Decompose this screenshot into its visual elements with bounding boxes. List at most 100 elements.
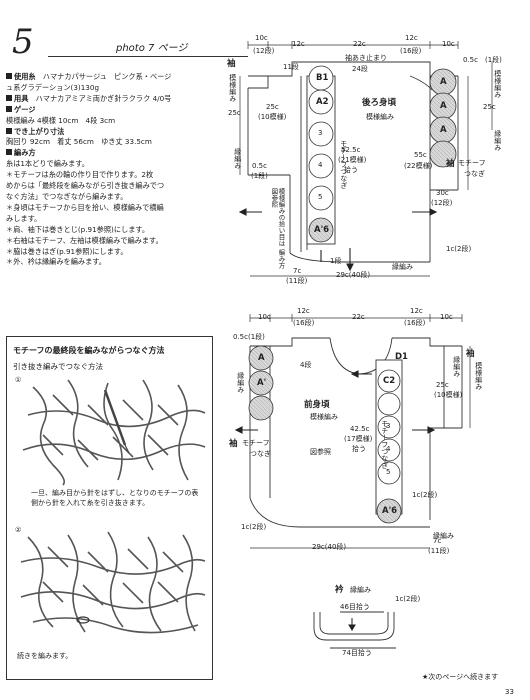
bullet-square-icon [6,127,12,134]
method-line: ＊右袖はモチーフ、左袖は模様編みで編みます。 [6,235,163,245]
front-left-motif-a: A [258,353,265,363]
front-motif-join: つなぎ [250,450,271,458]
back-dim-1row: (1段) [251,172,268,180]
back-dim-7c: 7c [293,267,302,275]
front-dim-top: (16段) [404,319,426,327]
front-dim-425: 42.5c [350,425,370,433]
front-dim-1c-left: 1c(2段) [241,523,267,531]
collar-pattern: 縁編み [350,586,371,594]
header-rule [48,56,248,57]
front-dim-11rows: (11段) [428,547,450,555]
back-sleeve-motif-a: A [440,101,447,111]
back-sleeve-motif-label: 袖 [446,159,455,169]
back-dim-top: 22c [353,40,366,48]
back-dim-25c-left: 25c [228,109,241,117]
back-dim-1c: 1c(2段) [446,245,472,253]
back-dim-29c: 29c(40段) [336,271,371,279]
front-sleeve-label-left: 袖 [229,439,238,449]
method-line: ＊脇は巻きはぎ(p.91参照)にします。 [6,246,128,256]
method-line: めからは「最終段を編みながら引き抜き編みでつ [6,181,165,191]
tools-text: ハマナカアミアミ両かぎ針ラクラク 4/0号 [35,93,172,103]
motif-box-subtitle: 引き抜き編みでつなぐ方法 [13,362,103,371]
back-sleeve-edge: 縁編み [233,148,242,169]
photo-reference: photo 7 ページ [116,43,188,54]
size-heading: でき上がり寸法 [14,126,65,136]
method-line: ＊身頃はモチーフから目を拾い、模様編みで横編 [6,202,164,212]
front-motif-6: A'6 [382,506,398,516]
front-motif-1: D1 [395,352,408,362]
method-line: ＊モチーフは糸の輪の作り目で作ります。2枚 [6,170,154,180]
motif-note-1: 一旦、編み目から針をはずし、となりのモチーフの表側から針を入れて糸を引き抜きます… [31,489,199,507]
back-dim-525: 52.5c [341,146,361,154]
gauge-heading: ゲージ [14,104,36,114]
front-sleeve-label-right: 袖 [466,349,475,359]
back-motif-join: つなぎ [464,170,485,178]
back-dim-top: 12c [405,34,418,42]
back-sleeve-motif-a: A [440,125,447,135]
back-column-note: 模様編みの拾い目は 編み方図参照 [269,188,285,269]
front-motif-2: C2 [383,376,396,386]
size-text: 胸回り 92cm 着丈 56cm ゆき丈 33.5cm [6,137,152,147]
front-motif-5: 5 [386,468,391,476]
back-dim-top: (1段) [485,56,502,64]
back-sleeve-label: 袖 [227,59,236,69]
front-left-motif-a-prime: A' [257,378,267,388]
back-dim-30: 30c [436,189,449,197]
yarn-line-1: ハマナカパサージュ ピンク系・ベージ [42,72,172,81]
tools-heading: 用具 [14,93,29,103]
back-sleeve-edge-rows: 11段 [283,63,299,71]
back-pattern: 模様編み [366,113,394,121]
back-dim-top: 12c [292,40,305,48]
back-motif-3: 3 [318,129,323,137]
chain-mesh-illustration-1 [22,379,206,486]
back-sleeve-motif-a: A [440,77,447,87]
back-dim-top: (16段) [400,47,422,55]
front-neck-rows: 4段 [300,361,312,369]
front-dim-pick: 拾う [352,445,366,453]
front-motif-column: モチーフつなぎ [380,420,389,469]
method-line: ＊外、衿は縁編みを編みます。 [6,257,106,267]
step-1-marker: ① [15,376,22,384]
back-dim-11rows: (11段) [286,277,308,285]
back-dim-12rows: (12段) [431,199,453,207]
back-one-row: 1段 [330,257,342,265]
back-dim-pick: 拾う [344,166,358,174]
front-title: 前身頃 [304,400,330,410]
collar-dim: 1c(2段) [395,595,421,603]
continued-note: ★次のページへ続きます [422,673,499,681]
collar-pick-bottom: 74目拾う [342,649,372,657]
collar-outline [313,611,396,649]
front-motif-sleeve: モチーフ [242,439,270,447]
yarn-line-2: ュ系グラデーション(3)130g [6,82,100,92]
back-motif-6: A'6 [314,225,330,235]
front-dim-1c-right: 1c(2段) [412,491,438,499]
collar-title: 衿 [335,585,344,595]
front-dim-top: 22c [352,313,365,321]
front-edge: 縁編み [433,532,454,540]
bullet-square-icon [6,94,12,101]
back-dim-25c-right: 25c [483,103,496,111]
back-sleeve-pattern: 模様編み [228,74,237,102]
yarn-heading: 使用糸 [14,72,36,81]
front-dim-top: 12c [410,307,423,315]
back-neck-pickup: 24段 [352,65,368,73]
back-neck-note: 袖あき止まり [345,54,387,62]
step-2-marker: ② [15,526,22,534]
front-pickup: 0.5c(1段) [233,333,265,341]
method-heading: 編み方 [14,148,36,158]
method-line: なぐ方法」でつなぎながら編みます。 [6,191,128,201]
method-line: みします。 [6,213,42,223]
back-dim-22: (22模様) [404,162,433,170]
back-right-sleeve-edge: 縁編み [493,130,502,151]
front-dim-top: 10c [440,313,453,321]
front-sleeve-edge-right: 縁編み [452,356,461,377]
front-dim-29c: 29c(40段) [312,543,347,551]
front-dim-10: (10模様) [434,391,463,399]
back-dim-top: (12段) [253,47,275,55]
back-motif-5: 5 [318,193,323,201]
back-motif-column: モチーフつなぎ [339,140,348,189]
front-sleeve-edge-left: 縁編み [236,372,245,393]
front-dim-top: 12c [297,307,310,315]
page-number: 33 [505,688,514,696]
